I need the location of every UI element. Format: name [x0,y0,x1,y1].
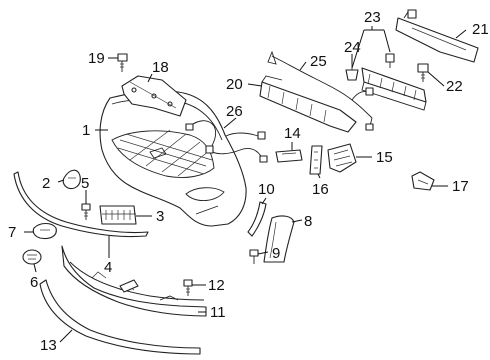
callout-19: 19 [88,50,105,67]
leader-26 [223,117,237,129]
license-bracket-part [99,205,137,225]
callout-22: 22 [446,78,463,95]
wheel-flare-part [263,215,295,263]
callout-7: 7 [8,224,16,241]
leader-13 [59,329,73,343]
callout-12: 12 [208,277,225,294]
bolt-5-part [81,203,91,220]
energy-absorber-part [259,75,357,133]
callout-3: 3 [156,208,164,225]
emblem-6-part [22,249,42,265]
callout-18: 18 [152,59,169,76]
leader-20 [247,83,263,87]
leader-23 [351,26,391,69]
grille-bracket-part [327,143,357,173]
mount-bracket-18-part [121,75,187,117]
wiring-harness-26-part [185,120,268,163]
emblem-badge-part [62,169,81,190]
callout-14: 14 [284,125,301,142]
leader-8 [291,219,303,223]
side-bracket-part [247,201,267,237]
callout-23: 23 [364,9,381,26]
leader-16 [317,173,321,179]
callout-11: 11 [210,304,226,321]
leader-6 [33,263,37,273]
callout-15: 15 [376,149,393,166]
bumper-cover-part [99,89,247,227]
lower-spoiler-part [61,245,207,317]
callout-1: 1 [82,122,90,139]
callout-24: 24 [344,39,361,56]
callout-17: 17 [452,178,469,195]
emblem-mount-part [32,222,57,240]
callout-2: 2 [42,175,50,192]
screw-12-part [183,279,193,296]
callout-6: 6 [30,274,38,291]
molding-strip-part [13,171,149,238]
impact-bar-part [361,53,427,111]
callout-4: 4 [104,259,112,276]
leader-22 [427,71,445,87]
screw-19-part [117,53,128,72]
callout-20: 20 [226,76,243,93]
reinforcement-beam-part [395,9,479,63]
leader-10 [261,197,267,205]
callout-10: 10 [258,181,275,198]
callout-26: 26 [226,103,243,120]
bolt-9-part [249,249,259,264]
leader-25 [299,61,307,71]
callout-labels: 1 2 3 4 5 6 7 8 9 10 11 12 13 14 15 16 1… [8,9,489,354]
callout-25: 25 [310,53,327,70]
clip-bracket-17-part [411,171,435,191]
bracket-16-part [309,145,323,175]
clip-24-part [345,64,359,81]
wiring-harness-25-part [267,50,374,131]
lower-lip-part [39,279,201,355]
absorber-14-part [275,149,303,163]
leader-lines [24,26,467,343]
callout-5: 5 [81,175,89,192]
leader-21 [455,29,467,39]
callout-16: 16 [312,181,329,198]
callout-21: 21 [472,21,489,38]
callout-13: 13 [40,337,57,354]
leader-9 [257,251,269,255]
leader-2 [57,179,65,183]
callout-9: 9 [272,245,280,262]
callout-8: 8 [304,213,312,230]
leader-18 [147,73,153,83]
bolt-22-part [417,63,429,82]
